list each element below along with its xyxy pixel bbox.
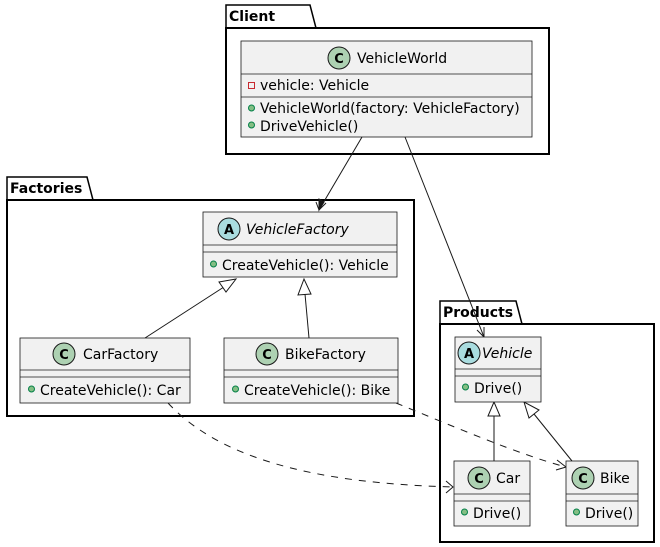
class-method: DriveVehicle()	[260, 119, 358, 135]
inheritance-arrow-head	[297, 277, 312, 296]
public-visibility-icon	[573, 508, 580, 516]
inheritance-arrow-head	[523, 400, 540, 419]
edge-carfactory-car	[167, 402, 454, 488]
arrow-head	[318, 198, 325, 212]
class-bike-factory: C BikeFactory CreateVehicle(): Bike	[223, 337, 399, 404]
inheritance-arrow-head	[487, 400, 501, 417]
class-badge-icon	[327, 46, 351, 70]
class-badge-letter: C	[334, 52, 344, 67]
class-badge-icon	[52, 342, 76, 366]
class-badge-letter: A	[224, 223, 234, 238]
class-method: Drive()	[473, 506, 521, 522]
class-vehicle: A Vehicle Drive()	[454, 336, 542, 403]
class-name: BikeFactory	[285, 347, 366, 363]
class-name: CarFactory	[83, 347, 158, 363]
class-field: vehicle: Vehicle	[260, 78, 369, 94]
class-name: Car	[496, 471, 520, 487]
package-factories-label: Factories	[10, 181, 82, 197]
abstract-badge-icon	[217, 217, 241, 241]
class-box	[223, 337, 399, 404]
class-badge-icon	[467, 466, 491, 490]
class-bike: C Bike Drive()	[565, 460, 639, 527]
class-badge-letter: C	[474, 472, 484, 487]
class-box	[453, 460, 531, 527]
edge-vehicleworld-vehiclefactory	[318, 136, 363, 211]
edge-carfactory-vehiclefactory	[144, 284, 228, 339]
package-products-label: Products	[443, 305, 513, 321]
class-vehicle-factory: A VehicleFactory CreateVehicle(): Vehicl…	[202, 211, 398, 278]
class-name: VehicleWorld	[357, 51, 447, 67]
package-client-label: Client	[229, 9, 275, 25]
public-visibility-icon	[232, 385, 239, 393]
public-visibility-icon	[248, 121, 255, 129]
class-car-factory: C CarFactory CreateVehicle(): Car	[19, 337, 191, 404]
public-visibility-icon	[248, 104, 255, 112]
class-method: CreateVehicle(): Car	[40, 383, 181, 399]
public-visibility-icon	[461, 508, 468, 516]
class-badge-letter: A	[464, 347, 474, 362]
class-badge-letter: C	[59, 348, 69, 363]
class-badge-icon	[571, 466, 595, 490]
class-box	[19, 337, 191, 404]
arrow-head	[445, 480, 454, 494]
abstract-badge-icon	[457, 341, 481, 365]
class-badge-icon	[255, 342, 279, 366]
private-visibility-icon	[248, 82, 255, 89]
edge-bike-vehicle	[533, 413, 573, 462]
public-visibility-icon	[28, 385, 35, 393]
class-method: CreateVehicle(): Bike	[244, 383, 390, 399]
public-visibility-icon	[210, 260, 217, 268]
class-badge-letter: C	[262, 348, 272, 363]
inheritance-arrow-head	[218, 278, 238, 293]
class-name: VehicleFactory	[246, 222, 349, 238]
class-box	[240, 40, 533, 138]
edge-vehicleworld-vehicle	[404, 136, 485, 338]
relations	[144, 136, 573, 494]
class-name: Vehicle	[482, 346, 532, 362]
public-visibility-icon	[462, 383, 469, 391]
class-vehicle-world: C VehicleWorld vehicle: Vehicle VehicleW…	[240, 40, 533, 138]
class-method: VehicleWorld(factory: VehicleFactory)	[260, 101, 520, 117]
class-method: Drive()	[585, 506, 633, 522]
class-car: C Car Drive()	[453, 460, 531, 527]
edge-bikefactory-vehiclefactory	[304, 293, 310, 339]
class-badge-letter: C	[578, 472, 588, 487]
class-name: Bike	[600, 471, 630, 487]
class-method: CreateVehicle(): Vehicle	[222, 258, 389, 274]
arrow-head	[315, 201, 327, 211]
class-method: Drive()	[474, 381, 522, 397]
